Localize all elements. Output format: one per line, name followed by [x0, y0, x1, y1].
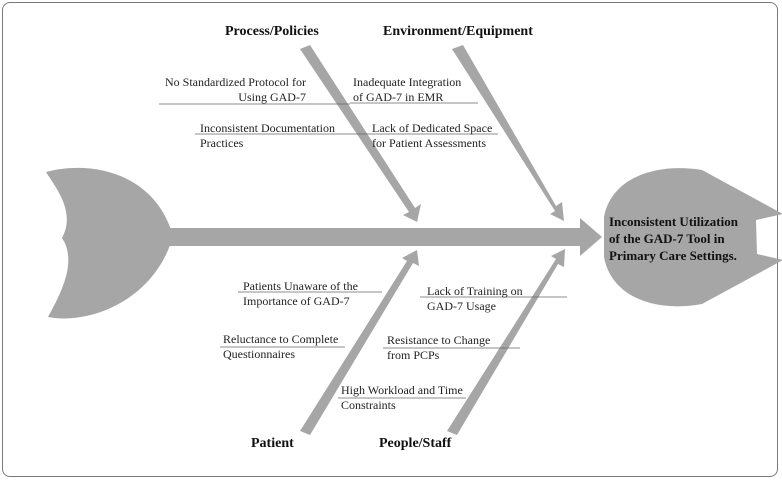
- cause-line: for Patient Assessments: [372, 136, 486, 150]
- cause-line: Questionnaires: [223, 347, 295, 361]
- effect-line: of the GAD-7 Tool in: [609, 231, 725, 246]
- cause-line: Patients Unaware of the: [243, 279, 358, 293]
- cause-resistance-to-change: Resistance to Change from PCPs: [387, 333, 490, 363]
- cause-line: of GAD-7 in EMR: [353, 90, 444, 104]
- effect-statement: Inconsistent Utilization of the GAD-7 To…: [609, 213, 759, 264]
- bone-environment-equipment: [452, 45, 564, 221]
- cause-no-standardized-protocol: No Standardized Protocol for Using GAD-7: [165, 75, 306, 105]
- cause-line: No Standardized Protocol for: [165, 75, 306, 89]
- cause-line: Inadequate Integration: [353, 75, 462, 89]
- cause-line: Reluctance to Complete: [223, 332, 339, 346]
- category-patient: Patient: [251, 436, 294, 451]
- cause-inconsistent-documentation: Inconsistent Documentation Practices: [200, 121, 335, 151]
- cause-line: Importance of GAD-7: [243, 294, 350, 308]
- cause-line: Resistance to Change: [387, 333, 491, 347]
- category-environment-equipment: Environment/Equipment: [383, 24, 533, 39]
- cause-high-workload: High Workload and Time Constraints: [341, 383, 463, 413]
- bone-people-staff: [447, 249, 565, 435]
- cause-reluctance-to-complete: Reluctance to Complete Questionnaires: [223, 332, 338, 362]
- category-process-policies: Process/Policies: [225, 24, 319, 39]
- cause-line: GAD-7 Usage: [427, 299, 496, 313]
- cause-patients-unaware: Patients Unaware of the Importance of GA…: [243, 279, 358, 309]
- fish-spine: [168, 218, 602, 256]
- category-people-staff: People/Staff: [379, 436, 452, 451]
- cause-line: Lack of Dedicated Space: [372, 121, 493, 135]
- cause-line: High Workload and Time: [341, 383, 463, 397]
- cause-lack-of-training: Lack of Training on GAD-7 Usage: [427, 284, 523, 314]
- cause-line: Practices: [200, 136, 244, 150]
- cause-inadequate-integration: Inadequate Integration of GAD-7 in EMR: [353, 75, 461, 105]
- effect-line: Inconsistent Utilization: [609, 214, 738, 229]
- fish-tail: [46, 167, 173, 319]
- cause-line: from PCPs: [387, 348, 440, 362]
- effect-line: Primary Care Settings.: [609, 248, 737, 263]
- cause-line: Using GAD-7: [238, 90, 306, 104]
- cause-line: Lack of Training on: [427, 284, 523, 298]
- bone-patient: [300, 250, 419, 435]
- bone-process-policies: [300, 45, 421, 222]
- fish-head: [604, 168, 782, 307]
- cause-line: Constraints: [341, 398, 396, 412]
- cause-line: Inconsistent Documentation: [200, 121, 335, 135]
- cause-lack-of-dedicated-space: Lack of Dedicated Space for Patient Asse…: [372, 121, 492, 151]
